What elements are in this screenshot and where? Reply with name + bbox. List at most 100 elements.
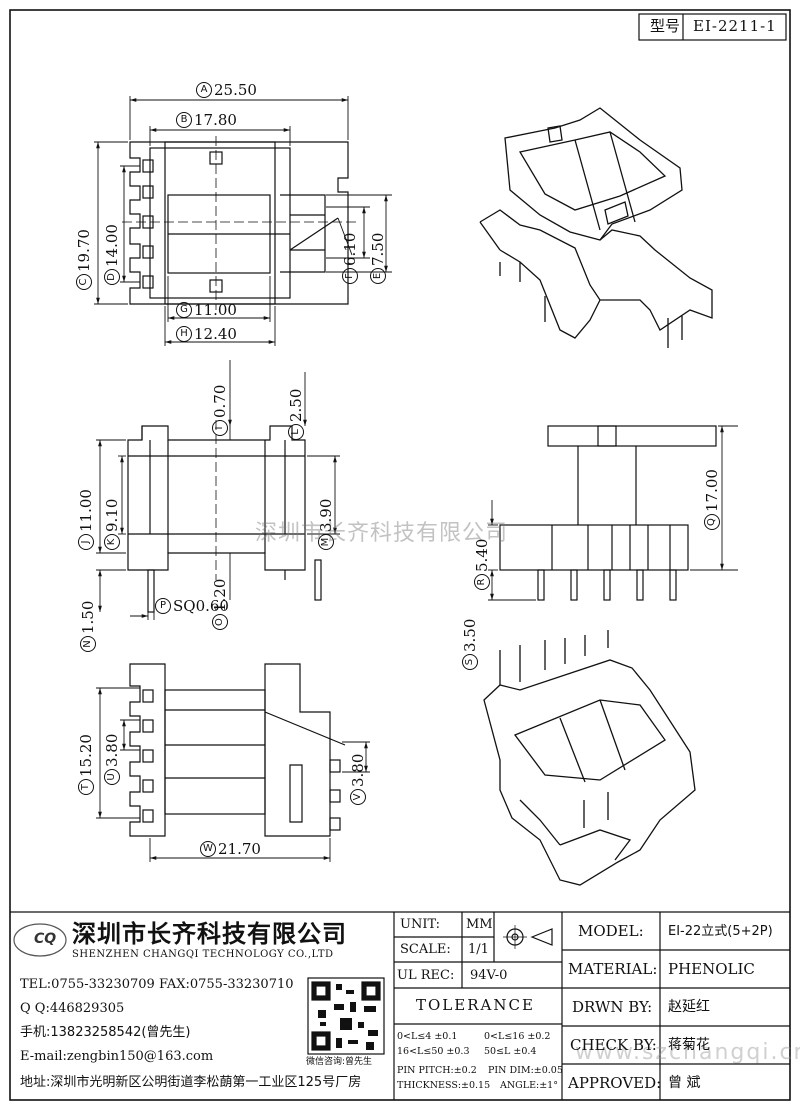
model-label: 型号 <box>650 17 681 35</box>
dimension-q: Q 17.00 <box>702 469 721 530</box>
dimension-s: S 3.50 <box>460 618 479 670</box>
dimension-value: 14.00 <box>102 224 121 267</box>
dimension-letter: F <box>342 268 358 284</box>
dimension-letter: D <box>104 269 120 285</box>
dimension-r: R 5.40 <box>472 538 491 590</box>
ulrec-value: 94V-0 <box>470 968 508 983</box>
model-field-label: MODEL: <box>578 922 644 940</box>
dimension-letter: S <box>462 654 478 670</box>
contact-email: E-mail:zengbin150@163.com <box>20 1049 214 1064</box>
dimension-letter: B <box>176 112 192 128</box>
drawn-by-label: DRWN BY: <box>572 998 653 1016</box>
dimension-value: 9.10 <box>102 498 121 532</box>
unit-value: MM <box>466 917 493 932</box>
dimension-value: 3.50 <box>460 618 479 652</box>
contact-mobile: 手机:13823258542(曾先生) <box>20 1025 191 1040</box>
isometric-view-top <box>479 107 713 348</box>
dimension-n: N 1.50 <box>78 600 97 652</box>
contact-address: 地址:深圳市光明新区公明街道李松蓢第一工业区125号厂房 <box>20 1075 362 1090</box>
dimension-letter: C <box>76 274 92 290</box>
dimension-letter: J <box>78 534 94 550</box>
company-name-cn: 深圳市长齐科技有限公司 <box>72 920 347 948</box>
dimension-k: K 9.10 <box>102 498 121 550</box>
drawn-by-value: 赵延红 <box>668 999 710 1015</box>
dimension-letter: K <box>104 534 120 550</box>
dimension-letter: T <box>78 779 94 795</box>
dimension-value: 11.00 <box>194 300 237 319</box>
dimension-d: D 14.00 <box>102 224 121 285</box>
model-number: EI-2211-1 <box>693 17 777 35</box>
dimension-letter: H <box>176 326 192 342</box>
tolerance-pin-pitch: PIN PITCH:±0.2 <box>397 1065 477 1076</box>
dimension-letter: P <box>155 598 171 614</box>
material-value: PHENOLIC <box>668 960 755 978</box>
scale-value: 1/1 <box>468 942 489 957</box>
tolerance-angle: ANGLE:±1° <box>500 1080 558 1091</box>
title-block <box>10 911 790 1100</box>
ulrec-label: UL REC: <box>397 968 455 983</box>
tolerance-row-3: 16<L≤50 ±0.3 <box>397 1046 470 1057</box>
dimension-value: 17.00 <box>702 469 721 512</box>
dimension-letter: Q <box>704 514 720 530</box>
company-logo: CQ <box>34 931 57 947</box>
dimension-value: 3.90 <box>316 498 335 532</box>
dimension-value: 3.80 <box>348 753 367 787</box>
dimension-letter: A <box>196 82 212 98</box>
tolerance-label: TOLERANCE <box>416 996 535 1014</box>
dimension-u: U 3.80 <box>102 733 121 785</box>
dimension-value: 15.20 <box>76 734 95 777</box>
dimension-value: 6.10 <box>340 232 359 266</box>
top-view <box>129 141 349 305</box>
model-field-value: EI-22立式(5+2P) <box>668 924 773 939</box>
dimension-letter: R <box>474 574 490 590</box>
dimension-c: C 19.70 <box>74 229 93 290</box>
company-name-en: SHENZHEN CHANGQI TECHNOLOGY CO.,LTD <box>72 949 334 960</box>
dimension-letter: E <box>370 268 386 284</box>
approved-label: APPROVED: <box>568 1074 662 1092</box>
dimension-value: 5.40 <box>472 538 491 572</box>
dimension-value: 17.80 <box>194 110 237 129</box>
tolerance-pin-dim: PIN DIM:±0.05 <box>488 1065 563 1076</box>
approved-value: 曾 斌 <box>668 1075 701 1091</box>
dimension-value: 1.50 <box>78 600 97 634</box>
dimension-m: M 3.90 <box>316 498 335 550</box>
dimension-value: 3.80 <box>102 733 121 767</box>
dimension-v: V 3.80 <box>348 753 367 805</box>
dimension-letter: L <box>288 424 304 440</box>
dimension-l: L 2.50 <box>286 388 305 440</box>
header-box <box>638 13 787 41</box>
watermark-company: 深圳市长齐科技有限公司 <box>255 521 509 546</box>
check-by-value: 蒋菊花 <box>668 1037 710 1053</box>
dimension-letter: M <box>318 534 334 550</box>
dimension-letter: U <box>104 769 120 785</box>
dimension-letter: N <box>80 636 96 652</box>
tolerance-row-1: 0<L≤4 ±0.1 <box>397 1031 458 1042</box>
scale-label: SCALE: <box>400 942 451 957</box>
dimension-value: 19.70 <box>74 229 93 272</box>
outer-frame <box>9 9 791 1101</box>
dimension-letter: V <box>350 789 366 805</box>
dimension-value: 2.50 <box>286 388 305 422</box>
dimension-value: 25.50 <box>214 80 257 99</box>
dimension-letter: I <box>212 420 228 436</box>
dimension-letter: O <box>212 614 228 630</box>
unit-label: UNIT: <box>400 917 441 932</box>
material-label: MATERIAL: <box>568 960 658 978</box>
dimension-letter: G <box>176 302 192 318</box>
tolerance-row-2: 0<L≤16 ±0.2 <box>484 1031 551 1042</box>
front-view <box>499 425 717 601</box>
tolerance-thickness: THICKNESS:±0.15 <box>397 1080 491 1091</box>
dimension-value: 12.40 <box>194 324 237 343</box>
bottom-view <box>129 663 346 837</box>
contact-qq: Q Q:446829305 <box>20 1001 125 1016</box>
contact-tel: TEL:0755-33230709 FAX:0755-33230710 <box>20 977 294 992</box>
dimension-f: F 6.10 <box>340 232 359 284</box>
